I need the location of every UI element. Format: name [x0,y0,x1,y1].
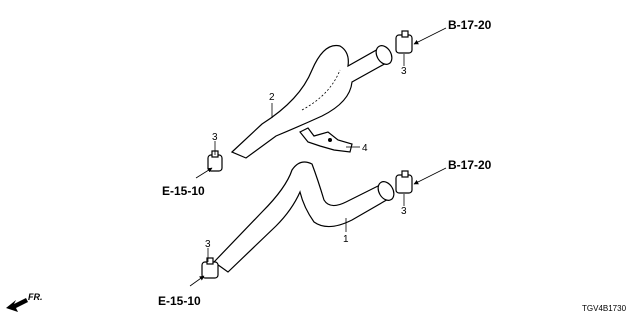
part-number-3-top-right: 3 [401,66,407,77]
part-number-1: 1 [343,234,349,245]
ref-b-17-20-top: B-17-20 [448,18,492,32]
upper-hose [230,44,393,159]
ref-e-15-10-bottom: E-15-10 [158,294,201,308]
diagram-code: TGV4B1730 [582,304,627,313]
front-label: FR. [28,292,43,302]
ref-b-17-20-mid: B-17-20 [448,158,492,172]
part-number-2: 2 [269,92,275,103]
part-number-3-lower-left: 3 [205,239,211,250]
ref-e-15-10-top: E-15-10 [162,184,205,198]
clamp-lower-left [201,257,219,279]
front-arrow-icon [6,298,28,312]
holder-part [299,127,353,153]
part-number-3-upper-left: 3 [212,132,218,143]
clamp-top-right [395,30,413,54]
part-number-3-mid-right: 3 [401,206,407,217]
clamp-mid-right [395,170,413,194]
part-number-4: 4 [362,143,368,154]
lower-hose [213,161,395,273]
